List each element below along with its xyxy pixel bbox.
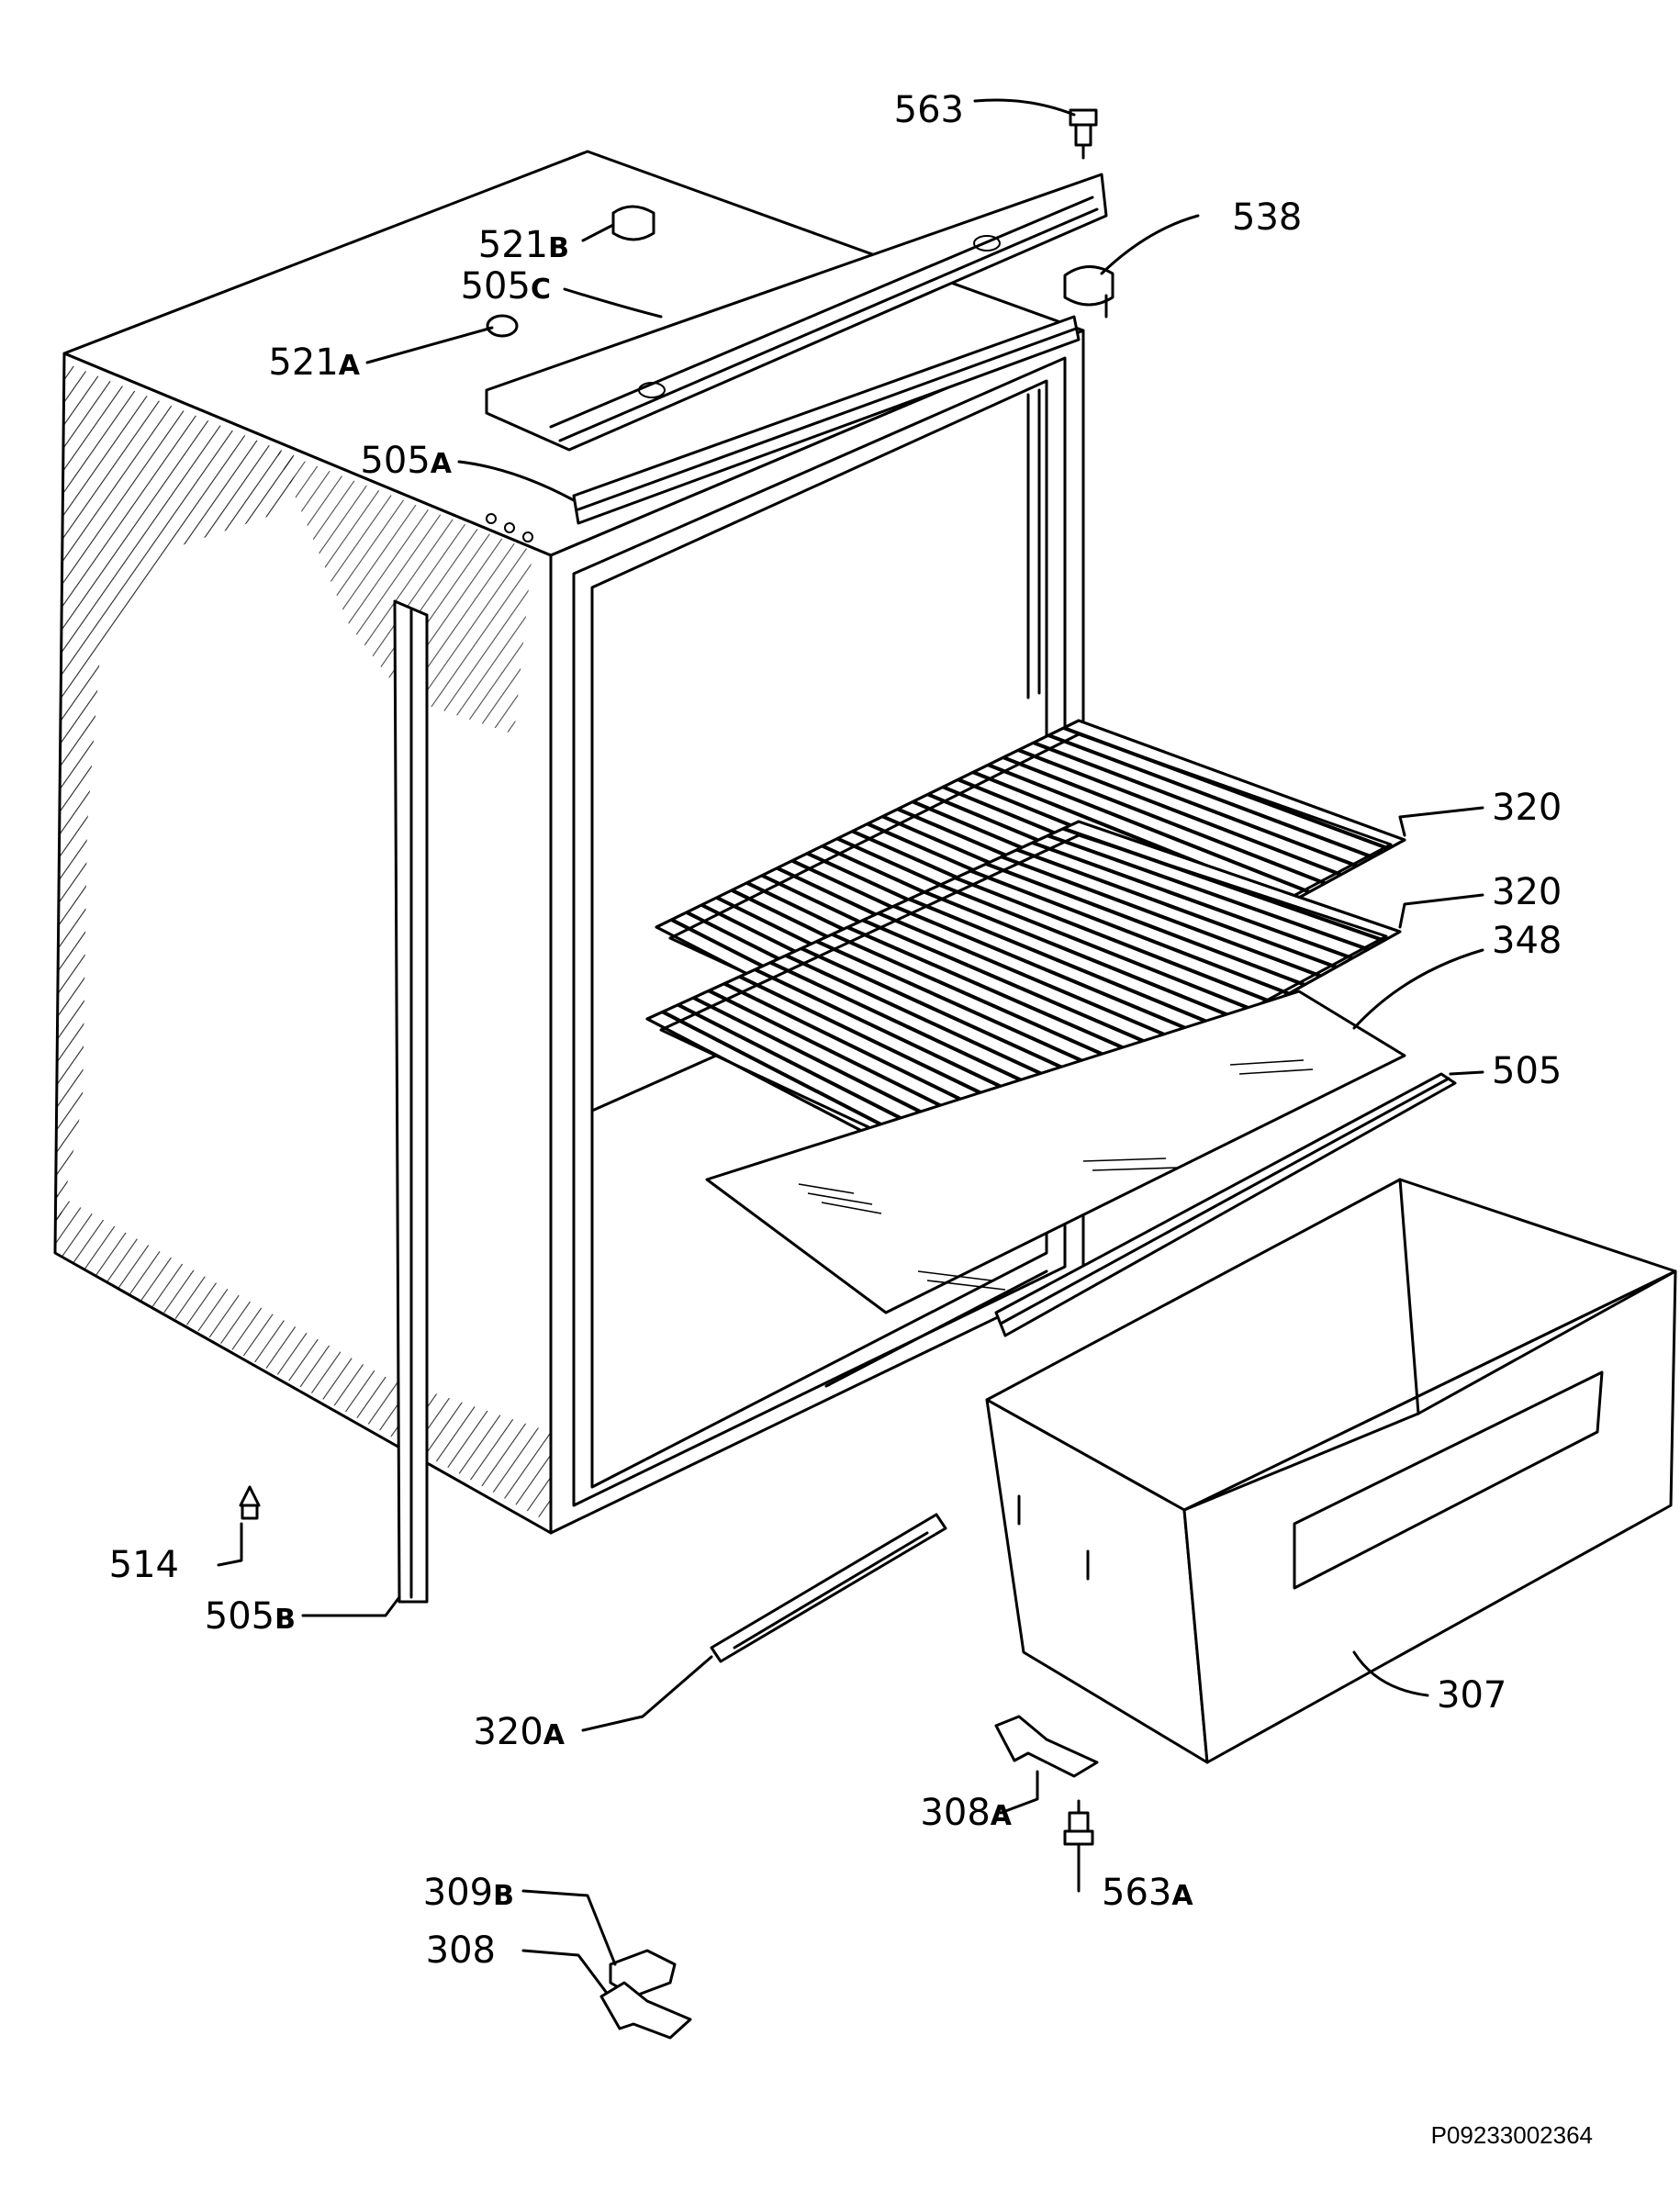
door-seal-strip <box>393 599 429 1604</box>
label-505a: 505A <box>360 440 452 482</box>
shelf-wire-bar <box>924 889 1242 1023</box>
shelf-wire-bar <box>1031 841 1353 960</box>
label-320-lower: 320 <box>1492 871 1562 913</box>
label-320a: 320A <box>473 1711 565 1753</box>
shelf-wire-bar <box>908 897 1226 1031</box>
label-563: 563 <box>894 89 964 131</box>
shelf-wire-bar <box>831 933 1147 1076</box>
label-505: 505 <box>1492 1050 1562 1092</box>
hinge-538 <box>1063 265 1114 319</box>
label-521b: 521B <box>478 224 569 266</box>
label-538: 538 <box>1232 196 1302 239</box>
shelf-wire-bar <box>1017 748 1342 877</box>
label-521a: 521A <box>268 341 360 384</box>
shelf-wire-bar <box>1033 741 1358 868</box>
label-308: 308 <box>426 1929 496 1972</box>
label-320-upper: 320 <box>1492 787 1562 829</box>
plug-521a <box>486 314 519 338</box>
shelf-wire-bar <box>846 925 1162 1067</box>
label-309b: 309B <box>423 1872 514 1914</box>
shelf-wire-bar <box>985 862 1305 987</box>
top-rail <box>485 173 1108 452</box>
shelf-support-rail <box>710 1513 947 1663</box>
label-348: 348 <box>1492 920 1562 962</box>
shelf-wire-bar <box>1002 755 1327 886</box>
bracket-308a <box>994 1715 1099 1778</box>
shelf-wire-bar <box>1047 833 1370 952</box>
leader-lines <box>217 98 1484 1994</box>
label-514: 514 <box>109 1544 179 1586</box>
label-308a: 308A <box>920 1792 1012 1834</box>
lower-wire-shelf <box>645 820 1402 1181</box>
screw-563 <box>1069 108 1098 160</box>
pin-514 <box>239 1485 261 1520</box>
plug-521b <box>611 205 655 241</box>
glass-shelf <box>705 990 1406 1314</box>
shelf-wire-bar <box>1016 847 1338 969</box>
shelf-wire-bar <box>878 911 1194 1049</box>
label-307: 307 <box>1437 1674 1506 1717</box>
shelf-wire-bar <box>815 939 1131 1084</box>
front-top-strip <box>572 315 1081 525</box>
label-505b: 505B <box>205 1595 296 1638</box>
drawing-reference: P09233002364 <box>1431 2121 1593 2149</box>
front-shelf-rail <box>994 1072 1457 1337</box>
screw-563a <box>1063 1799 1094 1846</box>
shelf-wire-bar <box>1047 733 1374 859</box>
crisper-drawer <box>985 1178 1677 1764</box>
shelf-wire-bar <box>1001 855 1322 978</box>
label-505c: 505C <box>461 265 551 308</box>
shelf-wire-bar <box>969 868 1290 996</box>
shelf-wire-bar <box>939 883 1258 1013</box>
shelf-wire-bar <box>892 904 1210 1040</box>
shelf-wire-bar <box>862 918 1179 1057</box>
shelf-wire-bar <box>954 876 1274 1005</box>
shelf-wire-bar <box>987 763 1310 894</box>
bracket-308 <box>599 1981 692 2040</box>
label-563a: 563A <box>1102 1872 1193 1914</box>
part-labels: 563 538 521B 505C 521A 505A 320 320 348 … <box>109 89 1562 1972</box>
